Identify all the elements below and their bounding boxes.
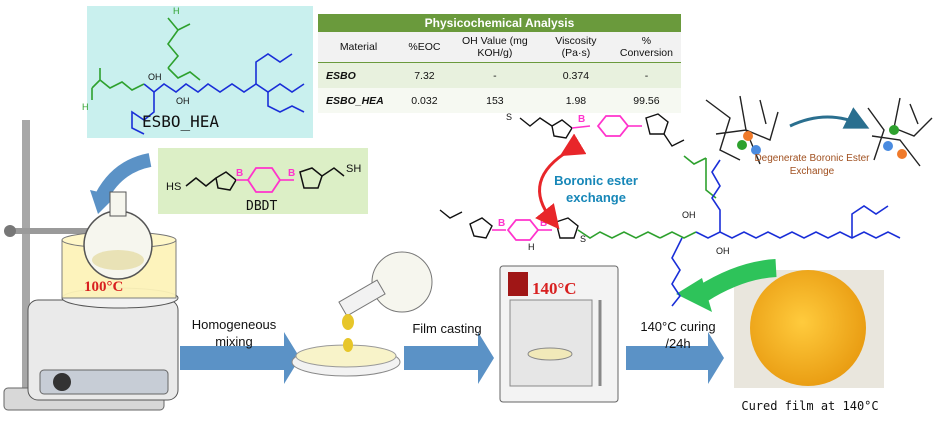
dbdt-structure: HS SH B B DBDT [158,148,368,214]
table-row: ESBO 7.32 - 0.374 - [318,62,681,88]
esbo-hea-box [87,6,313,138]
physicochemical-table: Physicochemical Analysis Material %EOC O… [318,14,681,113]
table-cell: 153 [449,88,540,113]
oh-label-1: OH [148,72,162,82]
boronic-exchange-label: Boronic ester exchange [554,173,638,205]
oh-label-2: OH [176,96,190,106]
reaction-setup: 100°C [3,120,179,411]
step-mixing-label: Homogeneous mixing [191,317,277,349]
table-cell: 99.56 [611,88,681,113]
degenerate-exchange-label: Degenerate Boronic Ester Exchange [754,153,870,177]
step-curing-label: 140°C curing /24h [640,319,716,351]
net-b-label-3: B [540,218,547,229]
dbdt-to-flask-arrow [95,153,152,200]
esbo-hea-title: ESBO_HEA [142,112,219,131]
esbo-hea-structure: OH OH H H ESBO_HEA [82,6,313,138]
exchange-double-arrow [535,133,587,230]
cured-film [734,270,884,388]
table-cell: 0.032 [398,88,450,113]
network-structure: OH OH H S S B B B [439,112,901,307]
casting-arrow [404,332,494,384]
product-label: Cured film at 140°C [741,399,879,413]
table-header-conversion: % Conversion [611,32,681,63]
table-cell: - [611,62,681,88]
table-row: ESBO_HEA 0.032 153 1.98 99.56 [318,88,681,113]
net-b-label-1: B [578,114,585,125]
table-title: Physicochemical Analysis [318,14,681,32]
h-label-2: H [82,102,89,112]
table-cell: ESBO [318,62,399,88]
casting-setup [291,251,433,377]
curing-arrow [626,332,724,384]
net-oh-1: OH [682,210,696,220]
table-cell: ESBO_HEA [318,88,399,113]
hs-label: HS [166,181,181,193]
net-b-label-2: B [498,218,505,229]
table-cell: 7.32 [398,62,450,88]
sh-label: SH [346,163,361,175]
table-cell: 1.98 [539,88,612,113]
boron-label-1: B [236,168,243,179]
table-header-viscosity: Viscosity (Pa·s) [539,32,612,63]
mixing-arrow [180,332,300,384]
h-label-1: H [173,6,180,16]
step-casting-label: Film casting [412,321,482,336]
oven-temp-label: 140°C [532,279,577,298]
boron-label-2: B [288,168,295,179]
net-s-label-1: S [506,112,512,122]
oven: 140°C [499,265,619,403]
film-to-network-arrow [697,259,777,302]
table-header-material: Material [318,32,399,63]
table-cell: 0.374 [539,62,612,88]
table-header-oh-value: OH Value (mg KOH/g) [449,32,540,63]
net-h-label: H [528,242,535,252]
net-s-label-2: S [580,234,586,244]
table-cell: - [449,62,540,88]
degenerate-exchange-illustration [705,95,933,167]
dbdt-title: DBDT [246,199,277,214]
net-oh-2: OH [716,246,730,256]
flask-temp-label: 100°C [84,279,123,295]
table-header-eoc: %EOC [398,32,450,63]
